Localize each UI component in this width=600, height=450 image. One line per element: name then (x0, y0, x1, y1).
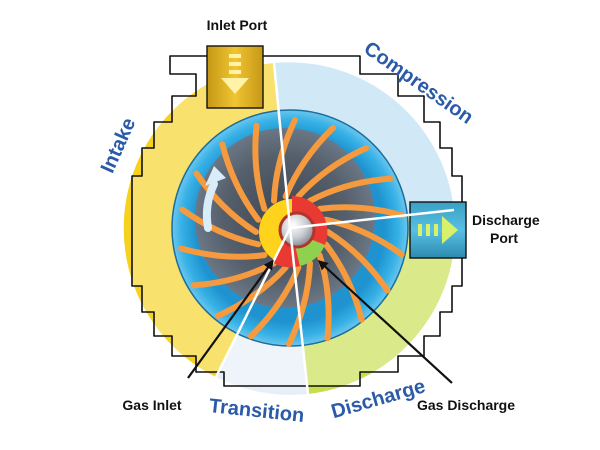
impeller-vane (295, 145, 370, 200)
impeller-vane (282, 124, 337, 200)
impeller-vane (316, 204, 406, 219)
impeller-vane (252, 122, 268, 212)
impeller-vane (286, 260, 313, 347)
impeller-vane (214, 264, 289, 319)
inlet-port-label: Inlet Port (207, 17, 268, 33)
discharge-port-label-line2: Port (490, 230, 518, 246)
impeller-vane (193, 170, 259, 235)
arrow-down-icon (221, 54, 249, 94)
transition-stage-label: Transition (208, 395, 305, 427)
impeller-vane (307, 175, 394, 204)
sector-dividers (214, 62, 455, 395)
impeller-vane (219, 141, 262, 223)
discharge-port (409, 201, 467, 259)
arrow-up-icon (202, 166, 226, 232)
gas-inlet-label: Gas Inlet (122, 397, 181, 413)
discharge-port-label-line1: Discharge (472, 212, 540, 228)
pointer-arrows (187, 259, 453, 384)
inlet-port (206, 45, 264, 109)
impeller-vanes (178, 117, 406, 347)
impeller-vane (271, 117, 298, 204)
impeller-vane (322, 216, 405, 258)
impeller-vane (178, 245, 268, 260)
impeller-vane (325, 229, 391, 294)
impeller-vane (179, 206, 262, 248)
gas-discharge-pointer (317, 259, 453, 384)
impeller-vane (322, 241, 365, 323)
gas-inlet-pointer (187, 259, 274, 379)
intake-stage-label: Intake (97, 115, 141, 177)
arrow-right-icon (418, 216, 458, 244)
gas-discharge-label: Gas Discharge (417, 397, 515, 413)
shaft (278, 211, 316, 249)
